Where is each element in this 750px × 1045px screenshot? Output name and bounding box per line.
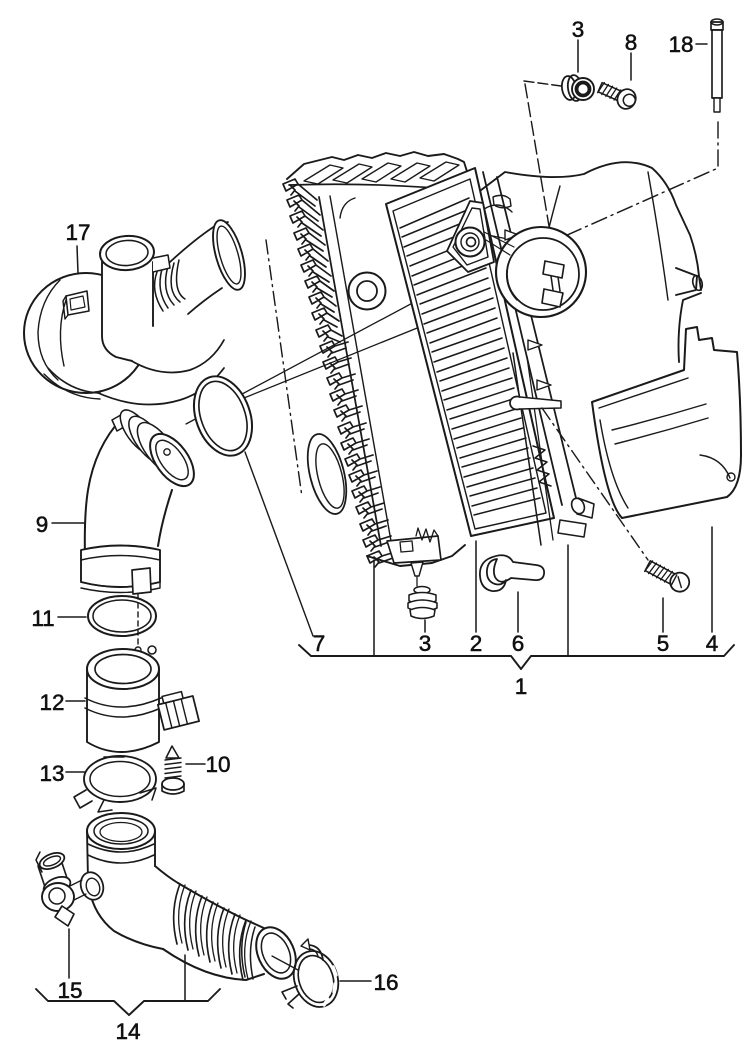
svg-text:15: 15 — [57, 978, 82, 1003]
svg-text:9: 9 — [36, 512, 49, 537]
svg-text:11: 11 — [31, 606, 54, 631]
svg-text:6: 6 — [512, 631, 525, 656]
svg-text:8: 8 — [625, 30, 638, 55]
svg-text:2: 2 — [470, 631, 483, 656]
svg-text:18: 18 — [668, 32, 693, 57]
svg-text:4: 4 — [706, 631, 719, 656]
svg-text:3: 3 — [572, 17, 585, 42]
svg-text:10: 10 — [205, 752, 230, 777]
svg-text:17: 17 — [65, 220, 90, 245]
svg-text:13: 13 — [39, 761, 64, 786]
svg-text:1: 1 — [515, 674, 528, 699]
svg-text:3: 3 — [419, 631, 432, 656]
svg-text:12: 12 — [39, 690, 64, 715]
svg-text:16: 16 — [373, 970, 398, 995]
svg-text:5: 5 — [657, 631, 670, 656]
svg-text:7: 7 — [313, 631, 326, 656]
svg-text:14: 14 — [115, 1019, 140, 1044]
